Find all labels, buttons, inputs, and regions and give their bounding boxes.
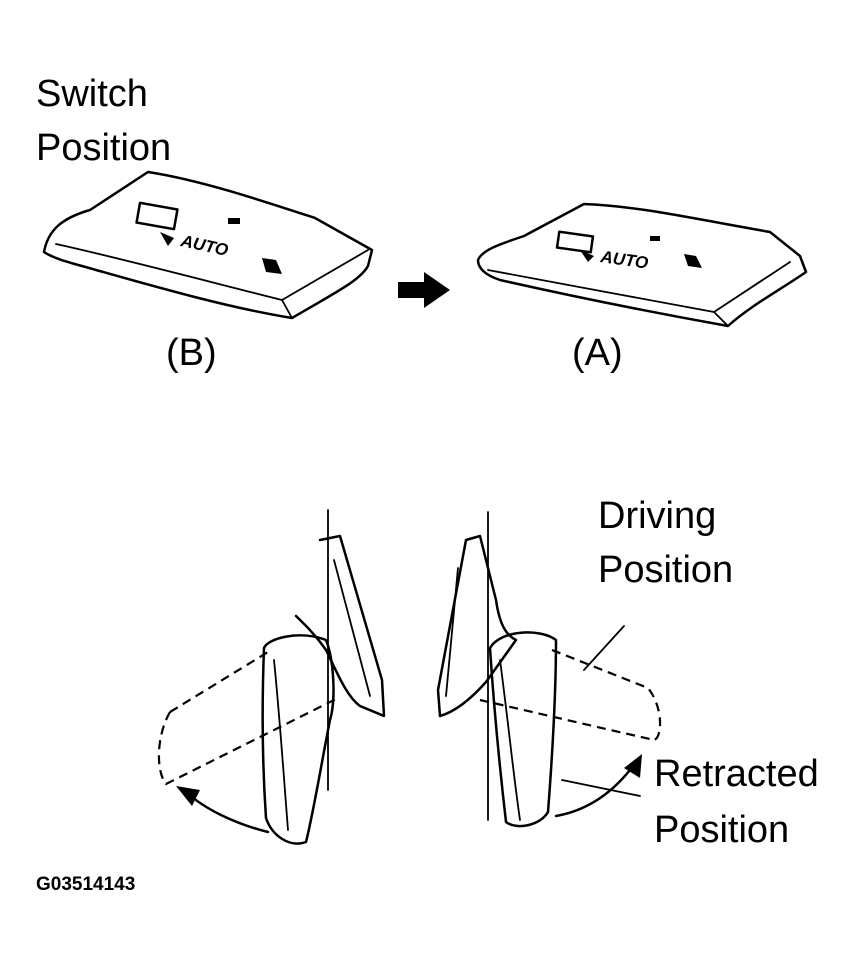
transition-arrow-icon (398, 272, 450, 308)
switch-b-label: (B) (166, 332, 217, 374)
switch-position-label-line1: Switch (36, 73, 148, 115)
left-mirror-illustration (157, 509, 386, 845)
switch-a-illustration: AUTO (476, 202, 808, 328)
switch-position-label-line2: Position (36, 127, 171, 169)
right-mirror-illustration (436, 511, 662, 828)
retracted-position-label-line1: Retracted (654, 753, 819, 795)
driving-position-label-line1: Driving (598, 495, 716, 537)
retracted-position-label-line2: Position (654, 809, 789, 851)
switch-b-illustration: AUTO (42, 170, 374, 320)
switch-b-auto-text: AUTO (178, 231, 230, 260)
driving-position-label-line2: Position (598, 549, 733, 591)
switch-a-label: (A) (572, 332, 623, 374)
figure-id: G03514143 (36, 874, 135, 895)
switch-a-auto-text: AUTO (598, 247, 649, 273)
